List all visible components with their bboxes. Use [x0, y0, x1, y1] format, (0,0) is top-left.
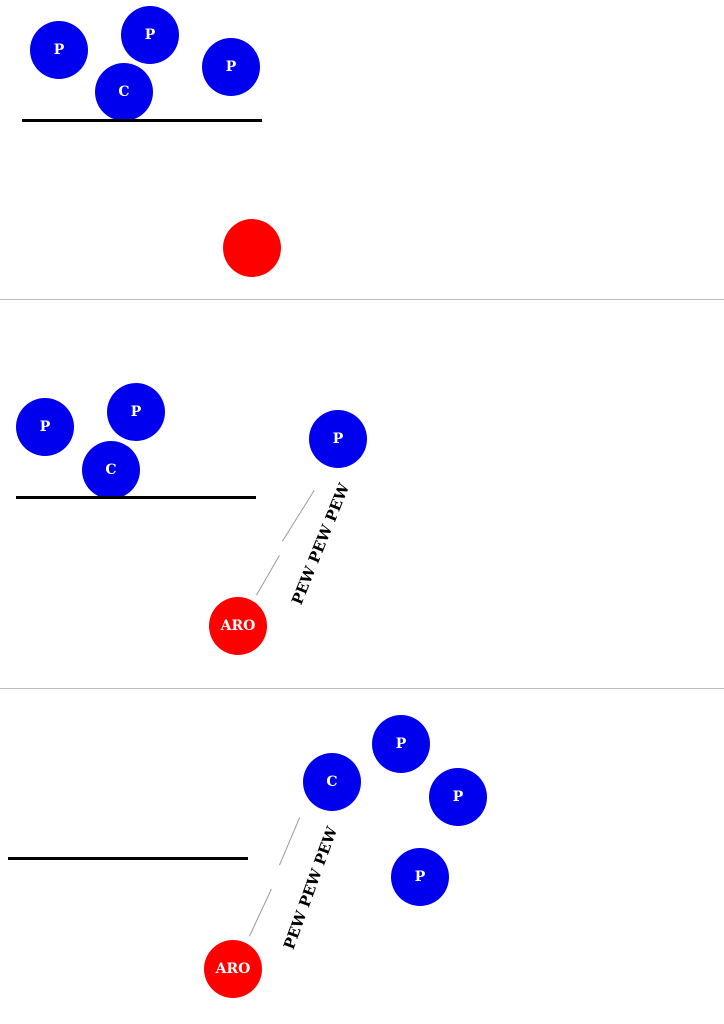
cue-ball: C: [95, 63, 153, 121]
proton-ball: P: [30, 21, 88, 79]
shooter-ball: ARO: [204, 940, 262, 998]
cue-ball: C: [303, 753, 361, 811]
panel-1: P P P C: [0, 0, 724, 299]
panel-separator: [0, 299, 724, 300]
proton-ball: P: [391, 848, 449, 906]
proton-ball: P: [107, 383, 165, 441]
laser-trail: [279, 817, 301, 866]
panel-3: C P P P PEW PEW PEW ARO: [0, 689, 724, 1024]
shooter-ball: [223, 219, 281, 277]
ground-line: [8, 857, 248, 860]
proton-ball: P: [309, 410, 367, 468]
shooter-ball: ARO: [209, 597, 267, 655]
panel-2: P P P C PEW PEW PEW ARO: [0, 300, 724, 688]
sound-effect-label: PEW PEW PEW: [288, 480, 354, 608]
laser-trail: [282, 490, 315, 542]
laser-trail: [256, 555, 280, 596]
cue-ball: C: [82, 441, 140, 499]
panel-separator: [0, 688, 724, 689]
proton-ball: P: [202, 38, 260, 96]
ground-line: [16, 496, 256, 499]
proton-ball: P: [16, 398, 74, 456]
proton-ball: P: [121, 6, 179, 64]
laser-trail: [249, 888, 272, 937]
proton-ball: P: [429, 768, 487, 826]
ground-line: [22, 119, 262, 122]
proton-ball: P: [372, 715, 430, 773]
